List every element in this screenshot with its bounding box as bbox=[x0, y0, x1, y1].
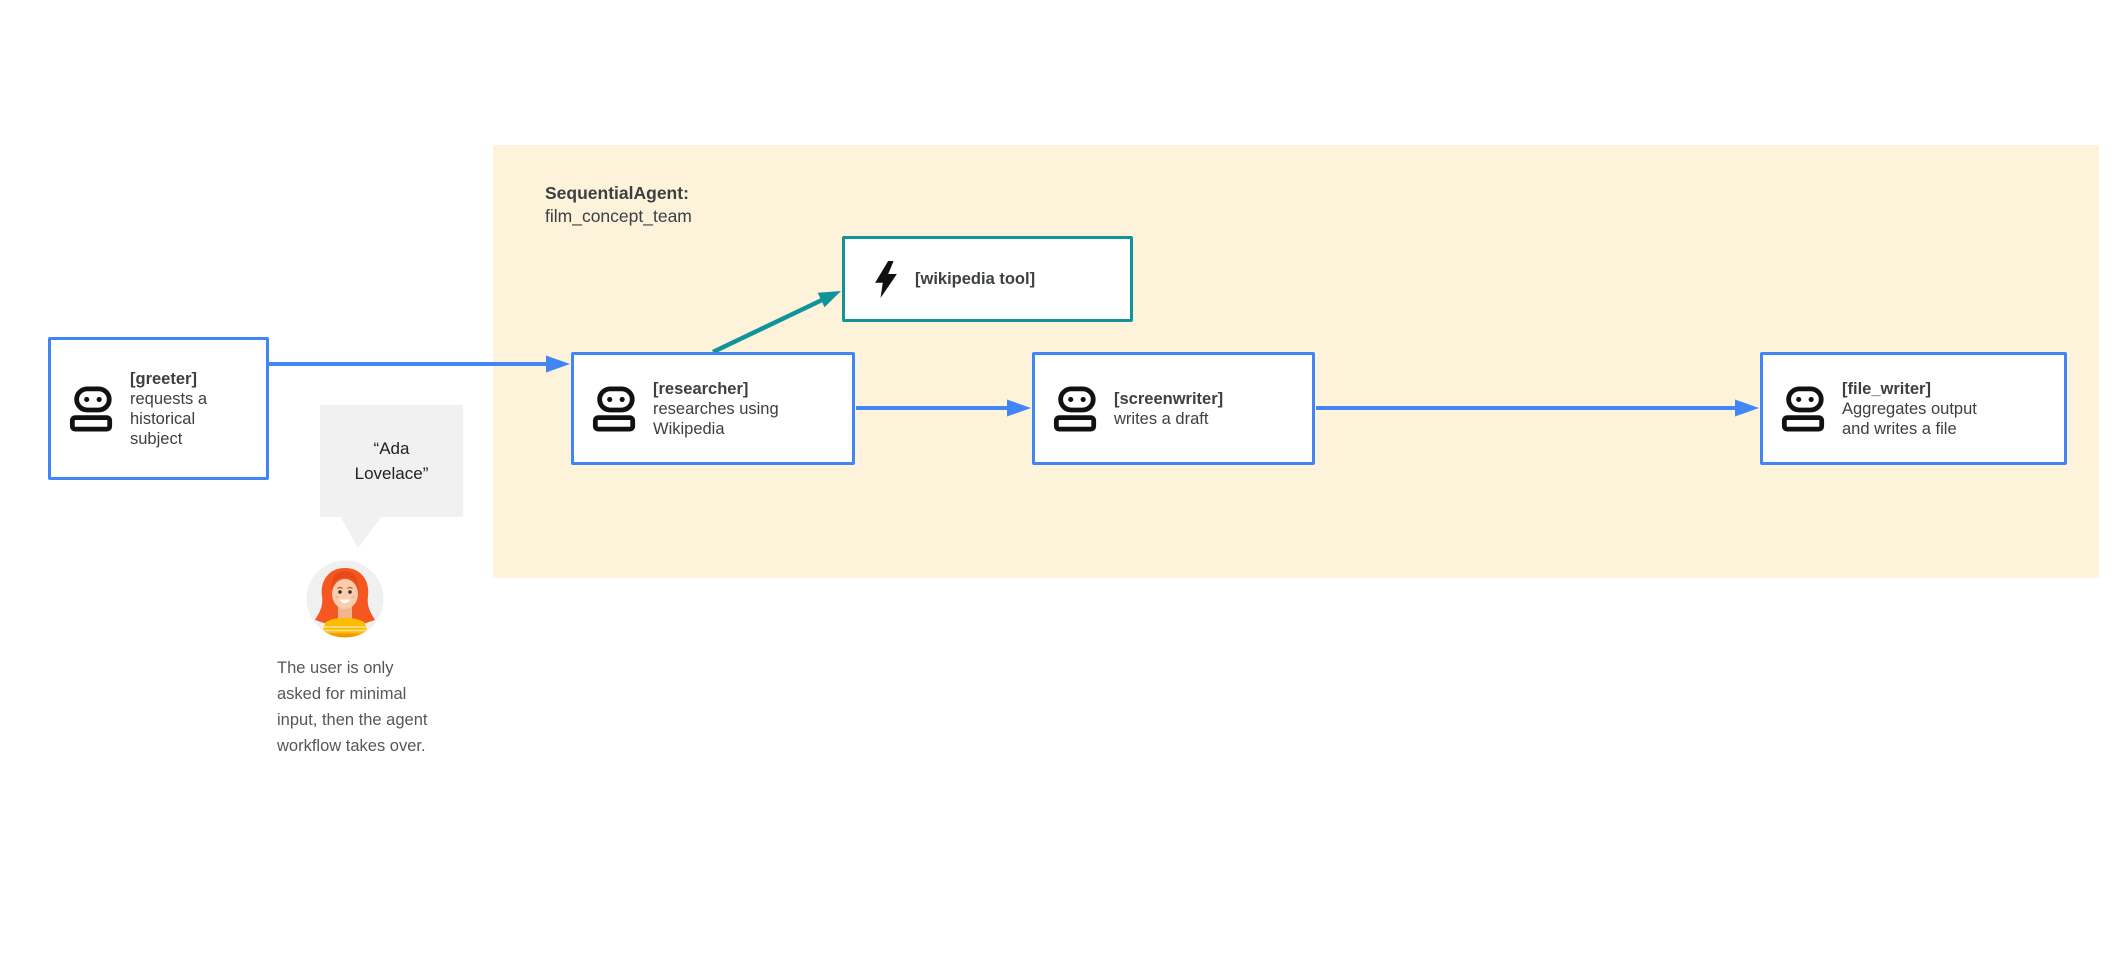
node-greeter-label: [greeter] bbox=[130, 369, 197, 388]
node-screenwriter-label: [screenwriter] bbox=[1114, 389, 1224, 408]
robot-icon bbox=[1781, 385, 1826, 432]
group-type-label: SequentialAgent: bbox=[545, 183, 689, 203]
node-file-writer-label: [file_writer] bbox=[1842, 379, 1931, 398]
node-file-writer-desc: Aggregates output and writes a file bbox=[1842, 399, 1977, 438]
bolt-icon bbox=[875, 260, 897, 298]
speech-bubble-text: “Ada Lovelace” bbox=[354, 439, 429, 483]
node-researcher-desc: researches using Wikipedia bbox=[653, 399, 779, 438]
node-screenwriter: [screenwriter] writes a draft bbox=[1032, 352, 1315, 465]
node-screenwriter-desc: writes a draft bbox=[1114, 409, 1209, 428]
node-greeter-desc: requests a historical subject bbox=[130, 389, 208, 448]
node-wikipedia-tool: [wikipedia tool] bbox=[842, 236, 1133, 322]
node-greeter: [greeter] requests a historical subject bbox=[48, 337, 269, 480]
group-title: SequentialAgent: film_concept_team bbox=[545, 182, 692, 228]
robot-icon bbox=[1053, 385, 1098, 432]
node-file-writer: [file_writer] Aggregates output and writ… bbox=[1760, 352, 2067, 465]
speech-bubble: “Ada Lovelace” bbox=[320, 405, 463, 517]
node-researcher: [researcher] researches using Wikipedia bbox=[571, 352, 855, 465]
user-avatar bbox=[306, 560, 384, 638]
group-name-label: film_concept_team bbox=[545, 206, 692, 226]
node-wikipedia-tool-label: [wikipedia tool] bbox=[915, 270, 1036, 288]
robot-icon bbox=[69, 385, 114, 432]
user-caption: The user is only asked for minimal input… bbox=[277, 659, 428, 755]
robot-icon bbox=[592, 385, 637, 432]
node-researcher-label: [researcher] bbox=[653, 379, 749, 398]
speech-bubble-tail bbox=[340, 516, 382, 548]
